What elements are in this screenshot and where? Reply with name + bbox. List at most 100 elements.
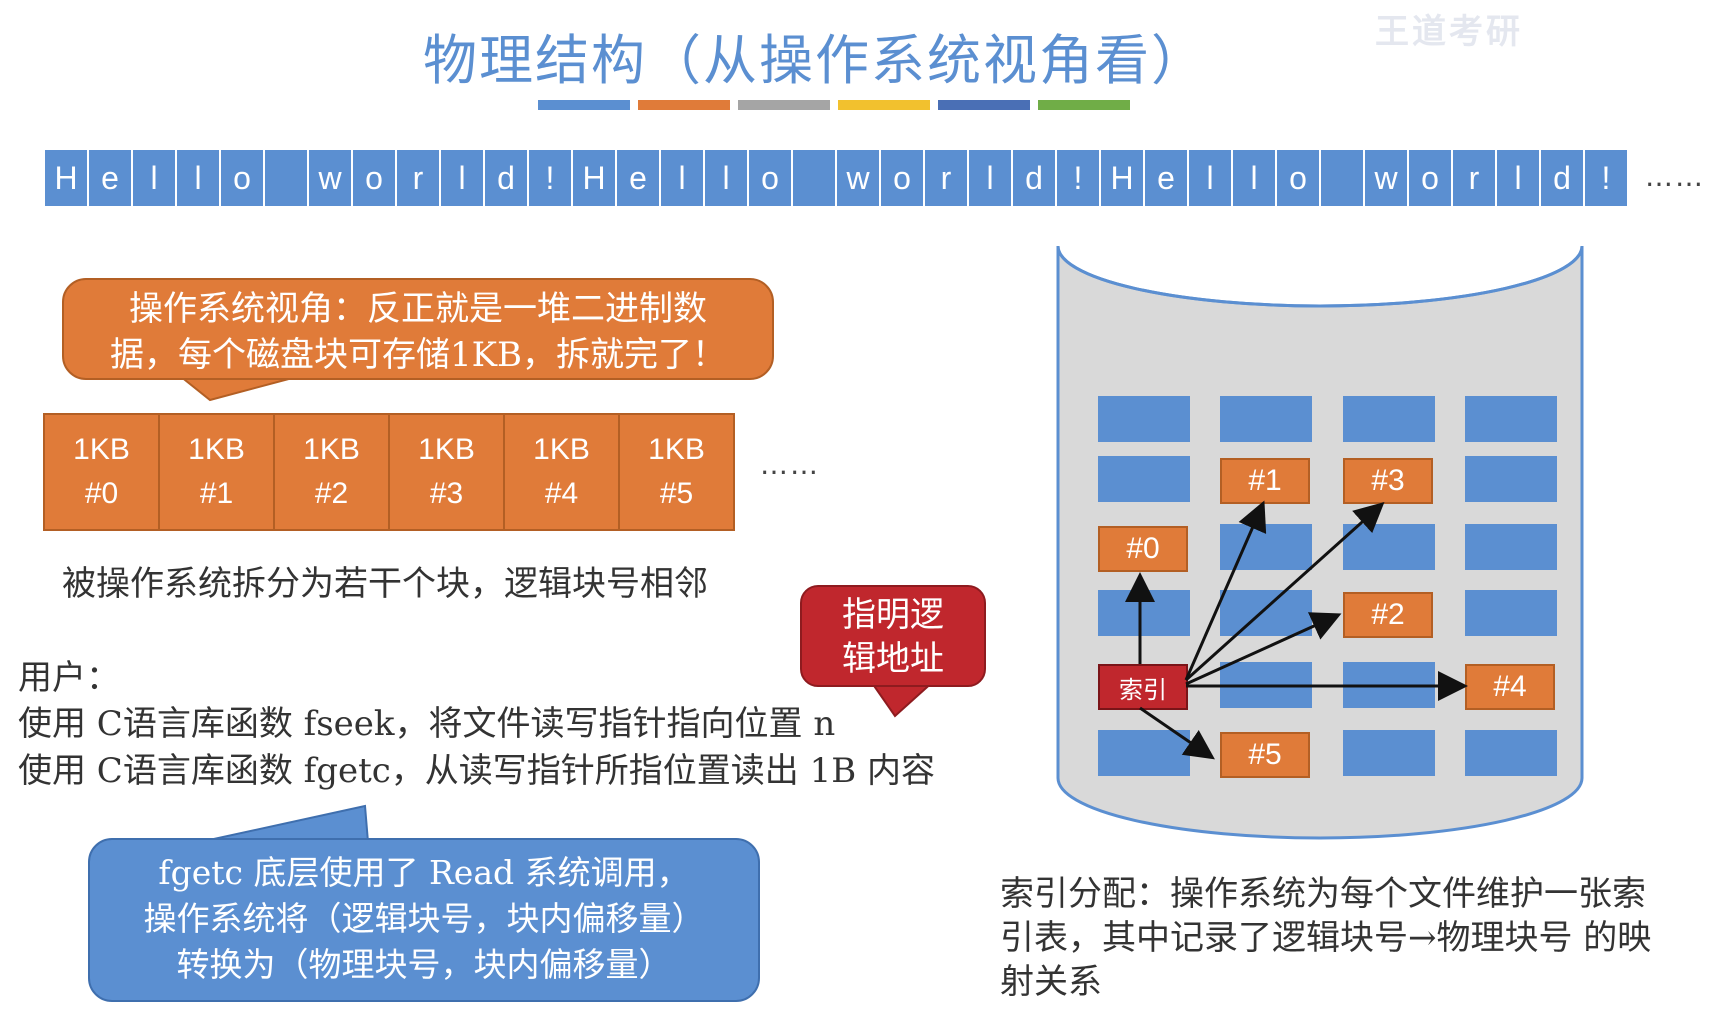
index-allocation-caption: 索引分配：操作系统为每个文件维护一张索 引表，其中记录了逻辑块号→物理块号 的映…: [1000, 872, 1725, 1004]
logical-block-4: 1KB#4: [503, 413, 620, 531]
index-block: 索引: [1098, 664, 1188, 710]
logical-block-5: 1KB#5: [618, 413, 735, 531]
byte-cell: !: [1585, 150, 1627, 206]
byte-cell: w: [309, 150, 351, 206]
byte-cell: d: [1013, 150, 1055, 206]
byte-cell: r: [1453, 150, 1495, 206]
logical-block-size: 1KB: [533, 433, 590, 466]
free-disk-block: [1220, 396, 1312, 442]
byte-cell: H: [45, 150, 87, 206]
byte-cell: w: [1365, 150, 1407, 206]
byte-cell: l: [705, 150, 747, 206]
byte-row-ellipsis: ……: [1645, 160, 1705, 193]
physical-block-0: #0: [1098, 526, 1188, 572]
byte-cell: l: [441, 150, 483, 206]
os-callout-line1: 操作系统视角：反正就是一堆二进制数: [129, 289, 707, 329]
byte-cell: o: [881, 150, 923, 206]
byte-cell: l: [969, 150, 1011, 206]
split-caption: 被操作系统拆分为若干个块，逻辑块号相邻: [62, 564, 708, 604]
watermark-text: 王道考研: [1375, 12, 1523, 52]
byte-cell: l: [1497, 150, 1539, 206]
free-disk-block: [1220, 590, 1312, 636]
byte-cell: [1321, 150, 1363, 206]
blue-callout-line2: 操作系统将（逻辑块号，块内偏移量）: [143, 899, 705, 938]
physical-block-5: #5: [1220, 732, 1310, 778]
user-line-fseek: 使用 C语言库函数 fseek，将文件读写指针指向位置 n: [18, 704, 836, 744]
red-callout-line2: 辑地址: [842, 639, 944, 679]
free-disk-block: [1343, 730, 1435, 776]
logical-block-1: 1KB#1: [158, 413, 275, 531]
logical-block-size: 1KB: [418, 433, 475, 466]
byte-cell: r: [397, 150, 439, 206]
user-label: 用户：: [18, 658, 120, 698]
user-line-fgetc: 使用 C语言库函数 fgetc，从读写指针所指位置读出 1B 内容: [18, 751, 936, 791]
free-disk-block: [1465, 396, 1557, 442]
logical-block-id: #4: [544, 477, 579, 510]
page-title: 物理结构（从操作系统视角看）: [423, 29, 1207, 92]
free-disk-block: [1465, 730, 1557, 776]
byte-cell: o: [1409, 150, 1451, 206]
title-bar-0: [538, 100, 630, 110]
byte-cell: e: [89, 150, 131, 206]
physical-block-1: #1: [1220, 458, 1310, 504]
physical-block-3: #3: [1343, 458, 1433, 504]
free-disk-block: [1465, 590, 1557, 636]
arrow-to-block-3: [1184, 501, 1385, 682]
byte-cell: o: [221, 150, 263, 206]
byte-cell: [793, 150, 835, 206]
disk-top-arc: [1056, 245, 1584, 308]
byte-cell: l: [661, 150, 703, 206]
title-bar-1: [638, 100, 730, 110]
free-disk-block: [1098, 730, 1190, 776]
title-bar-5: [1038, 100, 1130, 110]
index-caption-line2: 引表，其中记录了逻辑块号→物理块号 的映: [1000, 918, 1652, 958]
os-callout-line2: 据，每个磁盘块可存储1KB，拆就完了！: [109, 335, 727, 375]
logical-block-id: #1: [199, 477, 234, 510]
blue-callout-line3: 转换为（物理块号，块内偏移量）: [176, 945, 672, 984]
logical-block-id: #5: [659, 477, 694, 510]
index-caption-line3: 射关系: [1000, 962, 1102, 1002]
logical-block-id: #0: [84, 477, 119, 510]
byte-cell: l: [177, 150, 219, 206]
os-view-callout: 操作系统视角：反正就是一堆二进制数 据，每个磁盘块可存储1KB，拆就完了！: [62, 278, 774, 380]
index-caption-line1: 索引分配：操作系统为每个文件维护一张索: [1000, 874, 1646, 914]
logical-block-size: 1KB: [303, 433, 360, 466]
arrow-to-block-5: [1139, 706, 1215, 760]
byte-cell: e: [617, 150, 659, 206]
byte-cell: w: [837, 150, 879, 206]
logical-block-id: #3: [429, 477, 464, 510]
byte-cell: d: [1541, 150, 1583, 206]
logical-address-callout: 指明逻 辑地址: [800, 585, 986, 687]
arrow-to-block-1: [1184, 500, 1267, 681]
kb-row-ellipsis: ……: [760, 448, 820, 481]
byte-cell: r: [925, 150, 967, 206]
logical-block-size: 1KB: [188, 433, 245, 466]
byte-cell: [265, 150, 307, 206]
title-bar-3: [838, 100, 930, 110]
physical-block-2: #2: [1343, 592, 1433, 638]
byte-cell: !: [1057, 150, 1099, 206]
title-bar-4: [938, 100, 1030, 110]
free-disk-block: [1098, 456, 1190, 502]
logical-block-size: 1KB: [73, 433, 130, 466]
byte-cell: o: [353, 150, 395, 206]
byte-cell: H: [573, 150, 615, 206]
arrow-to-block-2: [1185, 612, 1342, 686]
read-syscall-callout: fgetc 底层使用了 Read 系统调用， 操作系统将（逻辑块号，块内偏移量）…: [88, 838, 760, 1002]
byte-cell: l: [1189, 150, 1231, 206]
free-disk-block: [1465, 524, 1557, 570]
byte-cell: l: [1233, 150, 1275, 206]
free-disk-block: [1343, 396, 1435, 442]
blue-callout-line1: fgetc 底层使用了 Read 系统调用，: [158, 853, 690, 892]
red-callout-line1: 指明逻: [842, 595, 944, 635]
byte-cell: !: [529, 150, 571, 206]
byte-cell: H: [1101, 150, 1143, 206]
byte-cell: o: [1277, 150, 1319, 206]
title-bar-2: [738, 100, 830, 110]
logical-block-0: 1KB#0: [43, 413, 160, 531]
byte-cell: l: [133, 150, 175, 206]
byte-cell: d: [485, 150, 527, 206]
